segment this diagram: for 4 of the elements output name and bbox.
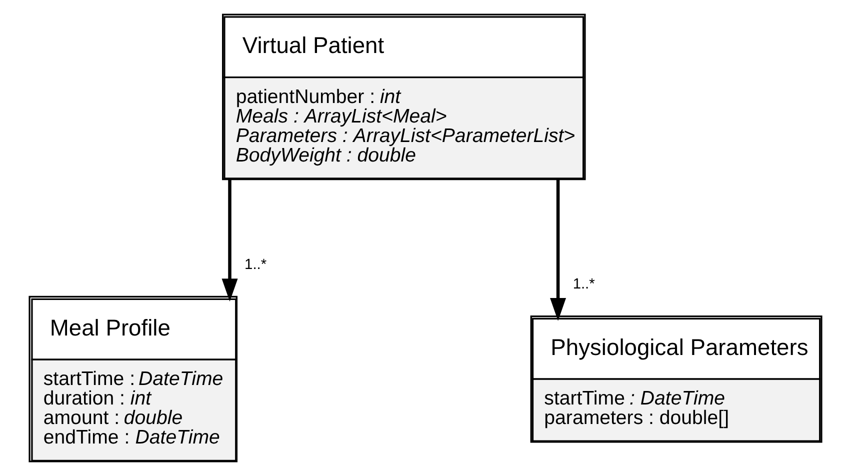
edge-label: 1..*: [244, 256, 266, 273]
arrow: [221, 179, 238, 302]
edge-label: 1..*: [572, 276, 594, 292]
arrow: [550, 179, 566, 321]
